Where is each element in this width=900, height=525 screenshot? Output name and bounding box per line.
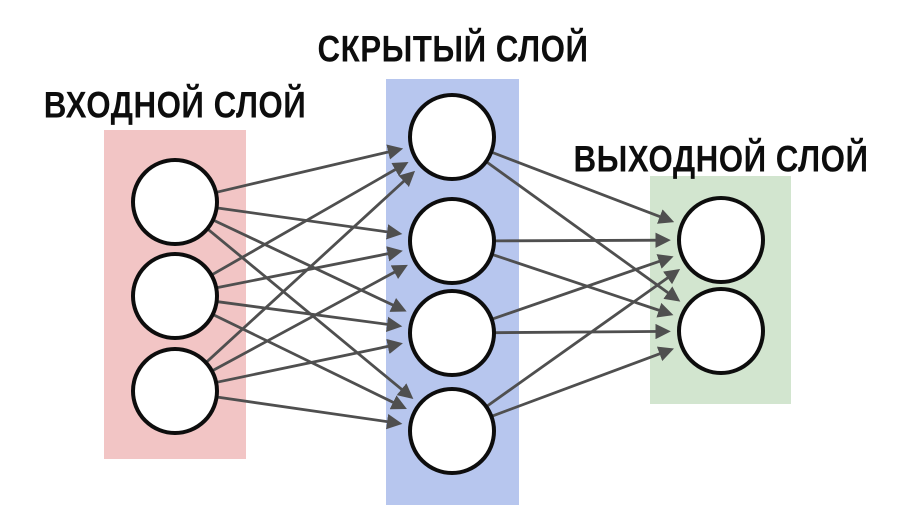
connection-hidden-4-to-output-1 bbox=[486, 269, 681, 408]
connection-hidden-2-to-output-1 bbox=[494, 232, 671, 248]
connection-hidden-1-to-output-1 bbox=[491, 151, 675, 224]
connection-input-2-to-hidden-3 bbox=[217, 300, 403, 332]
connection-hidden-3-to-output-2 bbox=[494, 323, 671, 340]
connection-input-2-to-hidden-1 bbox=[211, 161, 409, 276]
output-node-2 bbox=[677, 287, 765, 375]
connection-input-3-to-hidden-4 bbox=[217, 395, 403, 430]
connection-hidden-3-to-output-1 bbox=[492, 254, 674, 321]
hidden-node-3 bbox=[408, 289, 496, 377]
connection-input-1-to-hidden-3 bbox=[213, 219, 407, 312]
connection-input-3-to-hidden-1 bbox=[205, 170, 416, 363]
output-layer-label: ВЫХОДНОЙ СЛОЙ bbox=[573, 138, 869, 180]
hidden-node-2 bbox=[408, 197, 496, 285]
hidden-node-1 bbox=[408, 93, 496, 181]
connection-input-3-to-hidden-2 bbox=[212, 264, 408, 372]
connection-input-3-to-hidden-3 bbox=[216, 338, 403, 384]
input-node-1 bbox=[131, 158, 219, 246]
hidden-node-4 bbox=[408, 387, 496, 475]
connection-input-2-to-hidden-4 bbox=[213, 313, 407, 410]
input-layer-label: ВХОДНОЙ СЛОЙ bbox=[43, 84, 307, 126]
connection-hidden-2-to-output-2 bbox=[492, 253, 674, 318]
connection-hidden-1-to-output-2 bbox=[486, 161, 681, 302]
connection-input-1-to-hidden-1 bbox=[216, 144, 404, 194]
output-node-1 bbox=[677, 196, 765, 284]
input-node-2 bbox=[131, 252, 219, 340]
input-node-3 bbox=[131, 347, 219, 435]
hidden-layer-label: СКРЫТЫЙ СЛОЙ bbox=[317, 28, 589, 70]
connection-hidden-4-to-output-2 bbox=[491, 346, 674, 418]
